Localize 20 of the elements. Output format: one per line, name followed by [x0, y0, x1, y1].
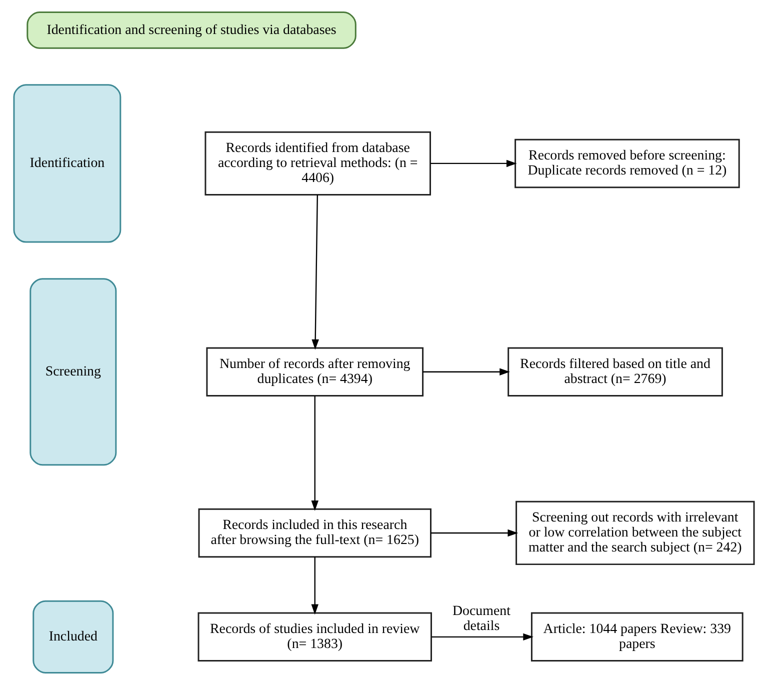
node-box: Article: 1044 papers Review: 339 papers	[530, 612, 743, 662]
node-box: Screening out records with irrelevant or low correlation between the subject matter and the search subject (n= 242)	[515, 500, 754, 566]
node-box: Records of studies included in review (n= 1383)	[197, 612, 432, 662]
node-box: Records included in this research after browsing the full-text (n= 1625)	[198, 508, 431, 558]
arrow	[430, 160, 516, 168]
arrow	[422, 368, 510, 376]
node-box: Records removed before screening: Duplicate records removed (n = 12)	[514, 138, 740, 188]
node-box: Records filtered based on title and abstract (n= 2769)	[507, 347, 722, 396]
node-box: Identification and screening of studies via databases	[26, 12, 356, 49]
arrow	[431, 633, 533, 641]
arrow	[310, 556, 318, 615]
node-box: Included	[32, 600, 114, 674]
node-box: Identification	[12, 84, 121, 243]
node-box: Number of records after removing duplicates (n= 4394)	[206, 347, 424, 396]
arrow	[311, 194, 318, 350]
node-box: Records identified from database according to retrieval methods: (n = 4406)	[204, 131, 430, 196]
arrow	[430, 529, 518, 537]
edge-label: Document details	[452, 604, 510, 634]
arrow	[310, 396, 318, 511]
node-box: Screening	[29, 278, 116, 466]
